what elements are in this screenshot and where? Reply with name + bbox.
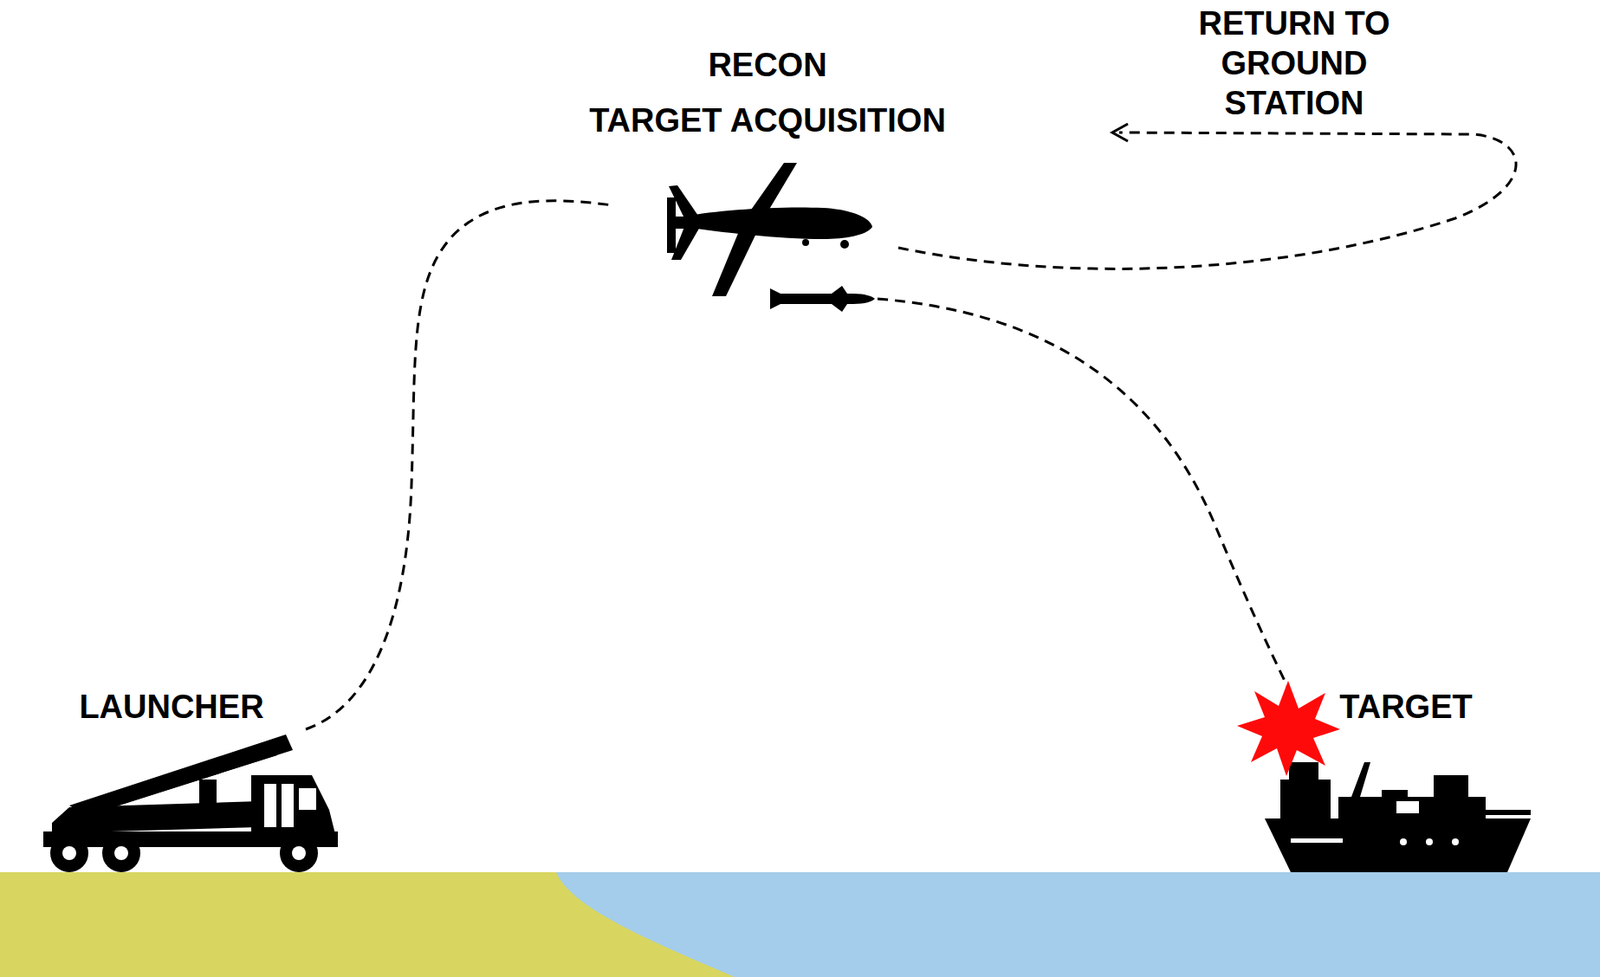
return-path bbox=[898, 132, 1516, 269]
missile-silhouette bbox=[770, 285, 875, 312]
explosion-burst bbox=[1237, 680, 1341, 777]
diagram-label: LAUNCHER bbox=[78, 686, 264, 727]
water-area bbox=[556, 872, 1600, 977]
diagram-label: TARGET bbox=[1339, 686, 1472, 727]
diagram-label: RECON bbox=[707, 45, 827, 85]
cargo-ship bbox=[1264, 762, 1531, 873]
launch-path bbox=[305, 200, 613, 730]
drone-silhouette bbox=[667, 162, 873, 297]
return-arrowhead bbox=[1112, 123, 1128, 142]
launcher-truck bbox=[43, 734, 338, 873]
flight-paths bbox=[305, 132, 1516, 730]
missile-path bbox=[877, 298, 1293, 698]
diagram-label: TARGET ACQUISITION bbox=[589, 100, 946, 141]
diagram-label: RETURN TO GROUND STATION bbox=[1185, 3, 1403, 124]
land-band bbox=[0, 872, 1600, 977]
